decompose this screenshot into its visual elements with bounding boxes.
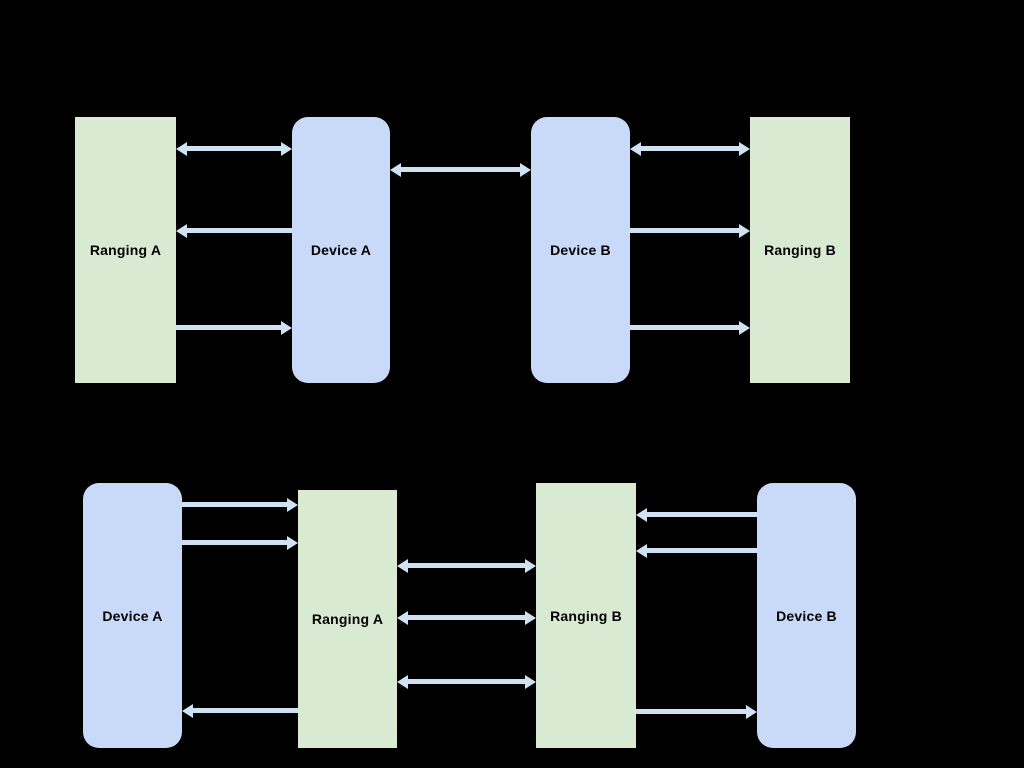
top-box-ranging-a-label: Ranging A [89, 242, 162, 258]
arrow-top-device-a-device-b-bidirectional [401, 167, 520, 172]
arrow-top-device-b-ranging-b-bidirectional [641, 146, 739, 151]
bottom-box-ranging-a-label: Ranging A [311, 611, 384, 627]
arrow-bottom-ranging-b-to-device-b [636, 709, 746, 714]
top-box-device-b: Device B [531, 117, 630, 383]
arrow-bottom-ranging-a-ranging-b-bidirectional-2 [408, 615, 525, 620]
top-box-ranging-b-label: Ranging B [764, 242, 836, 258]
top-box-device-a: Device A [292, 117, 390, 383]
arrow-bottom-ranging-a-to-device-a [193, 708, 298, 713]
top-box-ranging-b: Ranging B [750, 117, 850, 383]
top-box-device-b-label: Device B [550, 242, 611, 258]
bottom-box-device-a-label: Device A [102, 607, 163, 624]
arrow-top-device-b-to-ranging-b-middle [630, 228, 739, 233]
bottom-box-ranging-b: Ranging B [536, 483, 636, 748]
arrow-top-device-a-to-ranging-a [187, 228, 292, 233]
arrow-top-ranging-a-device-a-bidirectional [187, 146, 281, 151]
arrow-top-ranging-a-to-device-a [176, 325, 281, 330]
bottom-box-device-b-label: Device B [776, 607, 837, 624]
arrow-bottom-device-b-to-ranging-b-1 [647, 512, 757, 517]
arrow-top-device-b-to-ranging-b-bottom [630, 325, 739, 330]
arrow-bottom-device-b-to-ranging-b-2 [647, 548, 757, 553]
arrow-bottom-ranging-a-ranging-b-bidirectional-1 [408, 563, 525, 568]
arrow-bottom-ranging-a-ranging-b-bidirectional-3 [408, 679, 525, 684]
arrow-bottom-device-a-to-ranging-a-1 [182, 502, 287, 507]
bottom-box-device-b: Device B [757, 483, 856, 748]
bottom-box-ranging-b-label: Ranging B [550, 607, 622, 624]
bottom-box-device-a: Device A [83, 483, 182, 748]
top-box-ranging-a: Ranging A [75, 117, 176, 383]
top-box-device-a-label: Device A [310, 242, 372, 258]
bottom-box-ranging-a: Ranging A [298, 490, 397, 748]
arrow-bottom-device-a-to-ranging-a-2 [182, 540, 287, 545]
